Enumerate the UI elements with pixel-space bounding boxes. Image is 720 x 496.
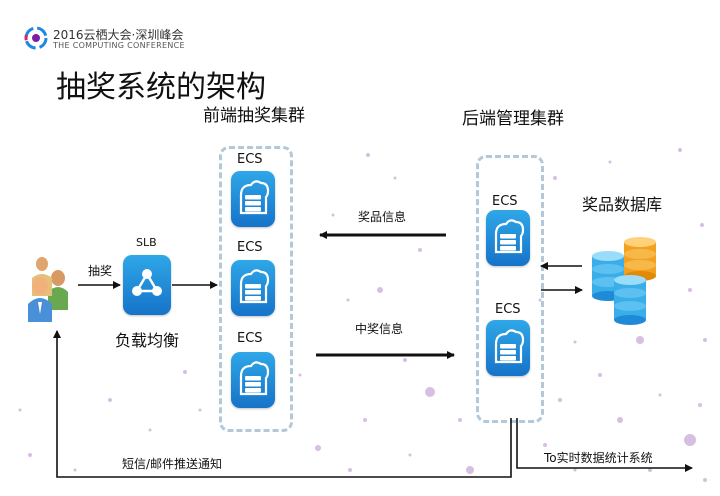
slb-label: SLB — [136, 236, 157, 249]
backend-cluster-box — [476, 155, 544, 423]
frontend-ecs-node-2[interactable] — [231, 260, 275, 316]
backend-ecs-label-2: ECS — [495, 302, 521, 317]
cloud-server-icon — [239, 361, 270, 396]
frontend-ecs-node-3[interactable] — [231, 352, 275, 408]
event-title: 2016云栖大会·深圳峰会 — [53, 28, 184, 42]
realtime-label: To实时数据统计系统 — [544, 451, 653, 465]
users-icon — [28, 257, 68, 322]
cloud-server-icon — [239, 180, 270, 215]
slb-caption: 负载均衡 — [115, 331, 180, 350]
winner-info-label: 中奖信息 — [355, 322, 404, 336]
prize-info-label: 奖品信息 — [358, 210, 407, 224]
frontend-cluster-title: 前端抽奖集群 — [203, 106, 305, 126]
event-subtitle: THE COMPUTING CONFERENCE — [53, 41, 185, 50]
frontend-ecs-label-2: ECS — [237, 240, 263, 255]
conference-logo-icon — [24, 26, 48, 50]
slide-title: 抽奖系统的架构 — [56, 70, 266, 105]
database-label: 奖品数据库 — [582, 195, 663, 214]
backend-ecs-node-1[interactable] — [486, 210, 530, 266]
backend-ecs-node-2[interactable] — [486, 320, 530, 376]
cloud-server-icon — [494, 219, 525, 254]
backend-ecs-label-1: ECS — [492, 194, 518, 209]
frontend-ecs-node-1[interactable] — [231, 171, 275, 227]
draw-arrow-label: 抽奖 — [88, 264, 113, 278]
notify-arrow — [53, 330, 512, 478]
frontend-ecs-label-1: ECS — [237, 152, 263, 167]
realtime-arrow — [516, 418, 693, 472]
notify-label: 短信/邮件推送通知 — [122, 457, 223, 471]
frontend-cluster-box — [219, 146, 293, 432]
cloud-server-icon — [494, 329, 525, 364]
load-balancer-icon — [132, 269, 162, 296]
backend-cluster-title: 后端管理集群 — [462, 109, 564, 129]
cloud-server-icon — [239, 269, 270, 304]
slb-node[interactable] — [123, 255, 171, 315]
frontend-ecs-label-3: ECS — [237, 331, 263, 346]
database-icon[interactable] — [588, 234, 660, 330]
